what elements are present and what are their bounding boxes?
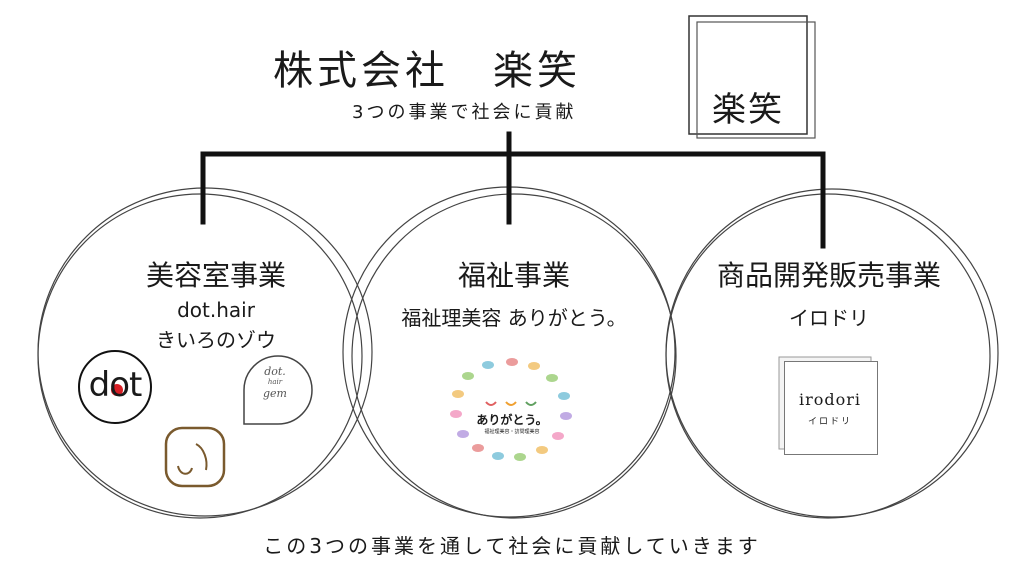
product-irodori: イロドリ [789,306,869,330]
tagline: 3つの事業で社会に貢献 [352,102,577,123]
dothairgem-logo [243,355,313,425]
kiiro-no-zou-logo [164,426,226,488]
company-title: 株式会社 楽笑 [273,48,581,94]
gem-line-2: hair [267,378,283,386]
circle-welfare [351,193,677,519]
beauty-salon-dothair: dot.hair [177,298,255,322]
arigatou-logo [450,358,572,461]
irodori-logo [784,361,878,455]
welfare-business-title: 福祉事業 [457,259,570,292]
footer-message: この3つの事業を通して社会に貢献していきます [263,534,761,558]
dot-logo-text: dot [88,365,143,405]
company-logo-text: 楽笑 [712,90,784,130]
irodori-logo-subtext: イロドリ [807,417,852,427]
welfare-arigatou: 福祉理美容 ありがとう。 [401,306,627,330]
dot-hair-logo [78,350,152,424]
gem-line-1: dot. [264,365,286,378]
beauty-business-title: 美容室事業 [145,259,286,292]
arigatou-logo-text: ありがとう。 [476,413,548,427]
arigatou-logo-subtext: 福祉理美容・訪問理美容 [484,429,540,435]
gem-line-3: gem [263,387,287,400]
dothairgem-logo-text: dot. hair gem [240,366,310,399]
product-business-title: 商品開発販売事業 [716,259,941,292]
company-logo [688,15,816,139]
beauty-salon-kiiro: きいろのゾウ [156,328,276,352]
circle-product-outer [665,188,999,518]
irodori-logo-text: irodori [798,390,862,409]
